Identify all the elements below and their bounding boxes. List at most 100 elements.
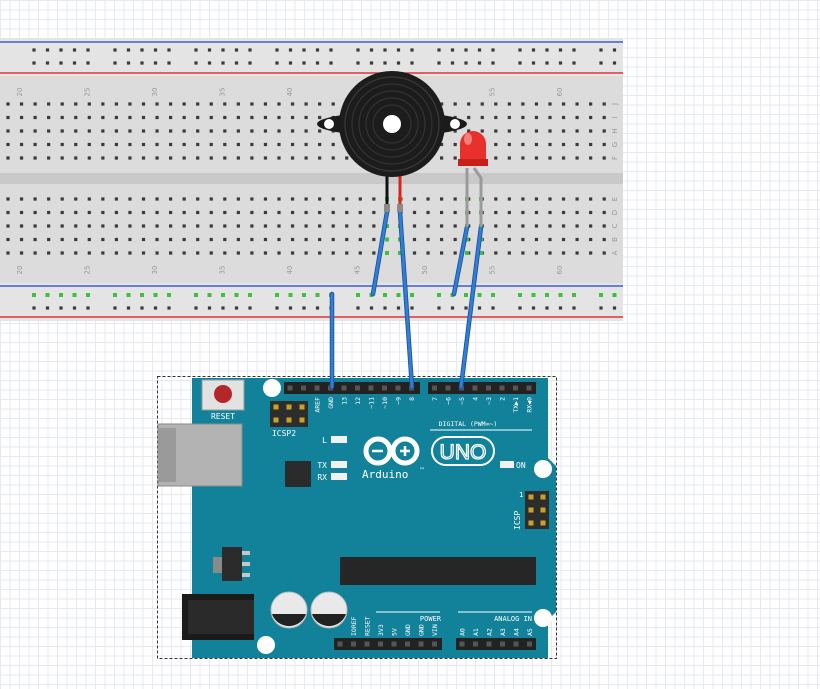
breadboard-hole[interactable] xyxy=(250,237,254,242)
breadboard-hole[interactable] xyxy=(290,102,295,106)
rail-hole[interactable] xyxy=(153,306,158,310)
rail-hole[interactable] xyxy=(329,48,333,52)
breadboard-hole[interactable] xyxy=(440,210,444,215)
rail-hole[interactable] xyxy=(302,48,306,52)
breadboard-hole[interactable] xyxy=(19,251,24,255)
breadboard-hole[interactable] xyxy=(47,156,51,160)
breadboard-hole[interactable] xyxy=(602,102,606,106)
breadboard-hole[interactable] xyxy=(453,115,457,120)
breadboard-hole[interactable] xyxy=(141,142,146,147)
rail-hole[interactable] xyxy=(599,48,603,52)
rail-hole[interactable] xyxy=(558,61,563,65)
breadboard-hole[interactable] xyxy=(575,115,579,120)
breadboard-hole[interactable] xyxy=(318,142,322,147)
breadboard-hole[interactable] xyxy=(196,102,200,106)
breadboard-hole[interactable] xyxy=(412,224,417,228)
breadboard-hole[interactable] xyxy=(101,129,105,133)
breadboard-hole[interactable] xyxy=(507,102,511,106)
breadboard-hole[interactable] xyxy=(521,197,525,201)
breadboard-hole[interactable] xyxy=(182,156,186,160)
header-socket[interactable] xyxy=(314,385,320,391)
breadboard-hole[interactable] xyxy=(155,142,159,147)
breadboard-hole[interactable] xyxy=(33,197,37,201)
breadboard-hole[interactable] xyxy=(114,142,118,147)
rail-hole[interactable] xyxy=(153,61,158,65)
breadboard-hole[interactable] xyxy=(19,237,24,242)
header-socket[interactable] xyxy=(527,641,532,647)
breadboard-hole[interactable] xyxy=(6,210,10,215)
breadboard-hole[interactable] xyxy=(60,210,64,215)
breadboard-hole[interactable] xyxy=(561,251,566,255)
rail-hole[interactable] xyxy=(599,306,603,310)
breadboard-hole[interactable] xyxy=(141,129,146,133)
header-socket[interactable] xyxy=(418,641,424,647)
breadboard-hole[interactable] xyxy=(331,251,335,255)
breadboard-hole[interactable] xyxy=(33,142,37,147)
header-socket[interactable] xyxy=(382,385,387,391)
breadboard-hole[interactable] xyxy=(141,210,146,215)
breadboard-hole[interactable] xyxy=(318,129,322,133)
header-socket[interactable] xyxy=(337,641,343,647)
reset-button-cap[interactable] xyxy=(214,385,232,403)
breadboard-hole[interactable] xyxy=(548,156,552,160)
breadboard-hole[interactable] xyxy=(223,237,227,242)
breadboard-hole[interactable] xyxy=(575,210,579,215)
breadboard-hole[interactable] xyxy=(236,197,240,201)
breadboard-hole[interactable] xyxy=(331,224,335,228)
breadboard-hole[interactable] xyxy=(60,156,64,160)
breadboard-hole[interactable] xyxy=(223,224,227,228)
breadboard-hole[interactable] xyxy=(507,237,511,242)
breadboard-hole[interactable] xyxy=(6,102,10,106)
breadboard-hole[interactable] xyxy=(453,142,457,147)
breadboard-hole[interactable] xyxy=(602,142,606,147)
breadboard-hole[interactable] xyxy=(33,102,37,106)
breadboard-hole[interactable] xyxy=(128,210,132,215)
breadboard-hole[interactable] xyxy=(521,224,525,228)
breadboard-hole[interactable] xyxy=(263,237,268,242)
rail-hole[interactable] xyxy=(491,306,495,310)
breadboard-hole[interactable] xyxy=(426,197,430,201)
breadboard-hole[interactable] xyxy=(250,115,254,120)
breadboard-hole[interactable] xyxy=(480,129,484,133)
breadboard-hole[interactable] xyxy=(602,224,606,228)
breadboard-hole[interactable] xyxy=(60,251,64,255)
breadboard-hole[interactable] xyxy=(602,197,606,201)
breadboard-hole[interactable] xyxy=(114,156,118,160)
breadboard-hole[interactable] xyxy=(602,129,606,133)
breadboard-hole[interactable] xyxy=(426,237,430,242)
breadboard-hole[interactable] xyxy=(60,197,64,201)
breadboard-hole[interactable] xyxy=(602,210,606,215)
breadboard-hole[interactable] xyxy=(331,210,335,215)
breadboard-hole[interactable] xyxy=(209,251,213,255)
breadboard-hole[interactable] xyxy=(128,142,132,147)
breadboard-hole[interactable] xyxy=(575,142,579,147)
rail-hole[interactable] xyxy=(45,306,50,310)
breadboard-hole[interactable] xyxy=(33,224,37,228)
breadboard-hole[interactable] xyxy=(453,237,457,242)
breadboard-hole[interactable] xyxy=(196,115,200,120)
breadboard-hole[interactable] xyxy=(277,197,281,201)
breadboard-hole[interactable] xyxy=(304,102,308,106)
breadboard-hole[interactable] xyxy=(263,142,268,147)
breadboard-hole[interactable] xyxy=(155,197,159,201)
breadboard-hole[interactable] xyxy=(47,210,51,215)
breadboard-hole[interactable] xyxy=(304,129,308,133)
rail-hole[interactable] xyxy=(45,48,50,52)
breadboard-hole[interactable] xyxy=(521,142,525,147)
rail-hole[interactable] xyxy=(207,61,212,65)
rail-hole[interactable] xyxy=(275,48,279,52)
breadboard-hole[interactable] xyxy=(372,251,376,255)
rail-hole[interactable] xyxy=(477,48,482,52)
breadboard-hole[interactable] xyxy=(250,142,254,147)
breadboard-hole[interactable] xyxy=(412,251,417,255)
rail-hole[interactable] xyxy=(288,48,293,52)
rail-hole[interactable] xyxy=(248,48,252,52)
breadboard-hole[interactable] xyxy=(507,224,511,228)
breadboard-hole[interactable] xyxy=(60,224,64,228)
rail-hole[interactable] xyxy=(518,48,522,52)
header-socket[interactable] xyxy=(378,641,383,647)
rail-hole[interactable] xyxy=(545,48,549,52)
breadboard-hole[interactable] xyxy=(74,251,78,255)
breadboard-hole[interactable] xyxy=(290,251,295,255)
rail-hole[interactable] xyxy=(234,61,239,65)
